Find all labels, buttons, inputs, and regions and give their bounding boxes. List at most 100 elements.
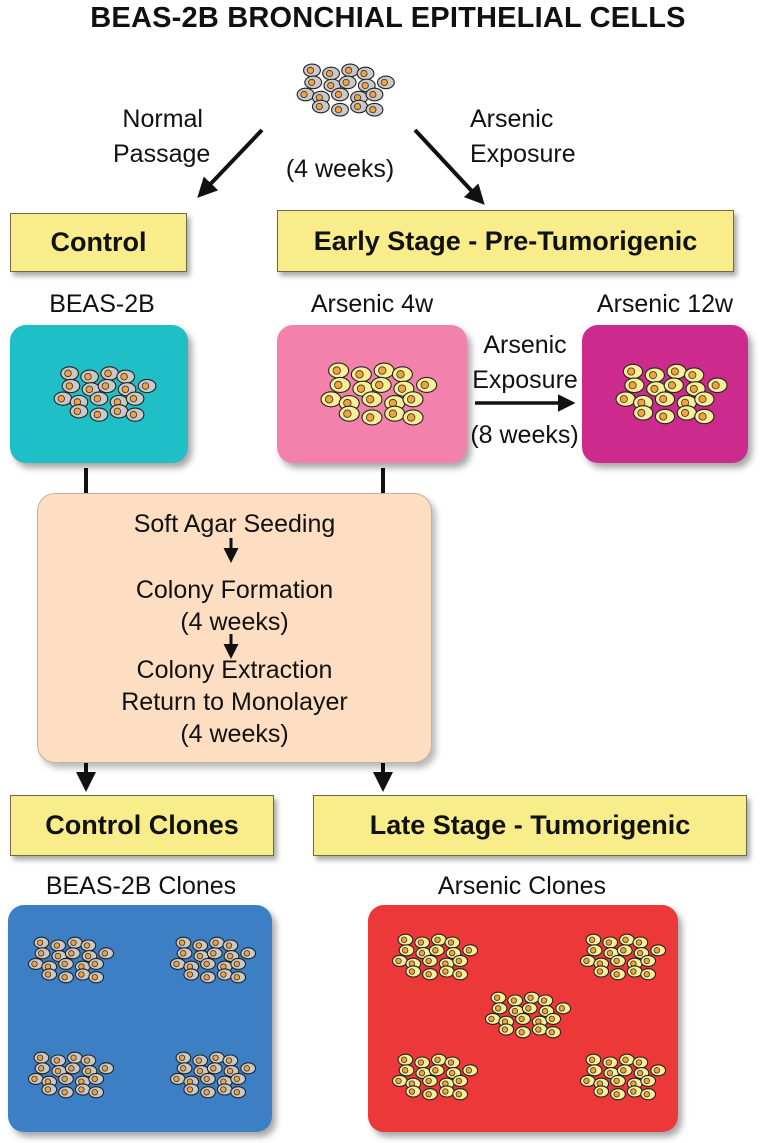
nucleus bbox=[203, 1075, 210, 1083]
arsenic-clone-colonies bbox=[391, 933, 667, 1101]
arsenic-colony-4 bbox=[391, 1053, 479, 1101]
nucleus bbox=[173, 960, 180, 968]
arsenic-4w-culture-panel bbox=[277, 325, 467, 463]
nucleus bbox=[605, 939, 612, 946]
nucleus bbox=[61, 960, 68, 968]
nucleus bbox=[61, 1089, 68, 1096]
nucleus bbox=[406, 413, 416, 422]
nucleus bbox=[493, 994, 501, 1001]
nucleus bbox=[378, 366, 387, 375]
nucleus bbox=[53, 942, 60, 949]
nucleus bbox=[210, 950, 217, 957]
nucleus bbox=[129, 394, 138, 403]
nucleus bbox=[91, 974, 98, 981]
nucleus bbox=[448, 949, 456, 957]
nucleus bbox=[57, 394, 65, 403]
nucleus bbox=[345, 66, 353, 74]
nucleus bbox=[93, 410, 102, 419]
nucleus bbox=[455, 1091, 462, 1098]
nucleus bbox=[681, 408, 690, 417]
control-stage-box: Control bbox=[10, 213, 187, 272]
nucleus bbox=[54, 952, 62, 960]
nucleus bbox=[44, 971, 52, 978]
nucleus bbox=[54, 1067, 62, 1075]
nucleus bbox=[61, 974, 68, 981]
top-duration-label: (4 weeks) bbox=[285, 155, 395, 183]
page-title: BEAS-2B BRONCHIAL EPITHELIAL CELLS bbox=[90, 2, 686, 34]
nucleus bbox=[659, 395, 668, 404]
nucleus bbox=[233, 960, 240, 968]
nucleus bbox=[210, 1065, 217, 1072]
nucleus bbox=[447, 1059, 455, 1066]
nucleus bbox=[334, 380, 343, 390]
arsenic-exposure-arrow bbox=[413, 128, 485, 205]
nucleus bbox=[203, 960, 210, 968]
nucleus bbox=[510, 997, 517, 1004]
nucleus bbox=[425, 1091, 432, 1098]
nucleus bbox=[643, 971, 650, 978]
nucleus bbox=[448, 1069, 456, 1077]
nucleus bbox=[590, 1067, 597, 1074]
nucleus bbox=[353, 102, 362, 111]
nucleus bbox=[129, 410, 138, 419]
nucleus bbox=[70, 939, 77, 946]
nucleus bbox=[527, 994, 534, 1001]
nucleus bbox=[243, 1065, 250, 1072]
arsenic-clones-label: Arsenic Clones bbox=[437, 872, 607, 900]
nucleus bbox=[442, 1088, 449, 1095]
nucleus bbox=[420, 380, 429, 390]
nucleus bbox=[220, 971, 227, 978]
nucleus bbox=[101, 1065, 108, 1072]
nucleus bbox=[332, 366, 341, 375]
nucleus bbox=[61, 1075, 68, 1083]
beas2b-cells bbox=[53, 366, 157, 422]
arsenic-12w-culture-panel bbox=[582, 325, 748, 463]
nucleus bbox=[84, 1067, 92, 1075]
normal-passage-arrow bbox=[197, 128, 264, 198]
nucleus bbox=[324, 395, 334, 404]
nucleus bbox=[101, 382, 110, 390]
nucleus bbox=[68, 1065, 75, 1072]
arsenic-colony-2 bbox=[579, 933, 667, 981]
nucleus bbox=[455, 957, 462, 965]
nucleus bbox=[417, 939, 424, 946]
nucleus bbox=[643, 957, 650, 965]
nucleus bbox=[400, 936, 408, 943]
soft-agar-process-box: Soft Agar Seeding Colony Formation(4 wee… bbox=[37, 493, 432, 763]
control-colony-1 bbox=[27, 936, 115, 984]
nucleus bbox=[588, 936, 596, 943]
beas2b-clones-panel bbox=[8, 905, 272, 1132]
nucleus bbox=[605, 1059, 612, 1066]
nucleus bbox=[325, 69, 334, 78]
nucleus bbox=[233, 1089, 240, 1096]
nucleus bbox=[434, 936, 441, 943]
nucleus bbox=[649, 371, 658, 380]
nucleus bbox=[425, 1077, 432, 1085]
nucleus bbox=[388, 409, 398, 418]
nucleus bbox=[596, 968, 604, 975]
nucleus bbox=[93, 394, 102, 403]
nucleus bbox=[83, 942, 91, 949]
nucleus bbox=[613, 1077, 620, 1085]
nucleus bbox=[447, 939, 455, 946]
nucleus bbox=[622, 1056, 629, 1063]
beas2b-clones-label: BEAS-2B Clones bbox=[45, 872, 237, 900]
nucleus bbox=[548, 1015, 555, 1023]
nucleus bbox=[113, 407, 122, 416]
nucleus bbox=[203, 974, 210, 981]
nucleus bbox=[535, 1026, 542, 1033]
nucleus bbox=[121, 385, 130, 394]
nucleus bbox=[688, 371, 697, 380]
arsenic-4w-label: Arsenic 4w bbox=[310, 290, 434, 318]
arsenic-colony-5 bbox=[579, 1053, 667, 1101]
nucleus bbox=[212, 939, 219, 946]
nucleus bbox=[141, 382, 150, 390]
nucleus bbox=[620, 947, 627, 954]
nucleus bbox=[327, 81, 335, 90]
nucleus bbox=[73, 407, 82, 416]
nucleus bbox=[78, 971, 85, 978]
nucleus bbox=[635, 939, 643, 946]
